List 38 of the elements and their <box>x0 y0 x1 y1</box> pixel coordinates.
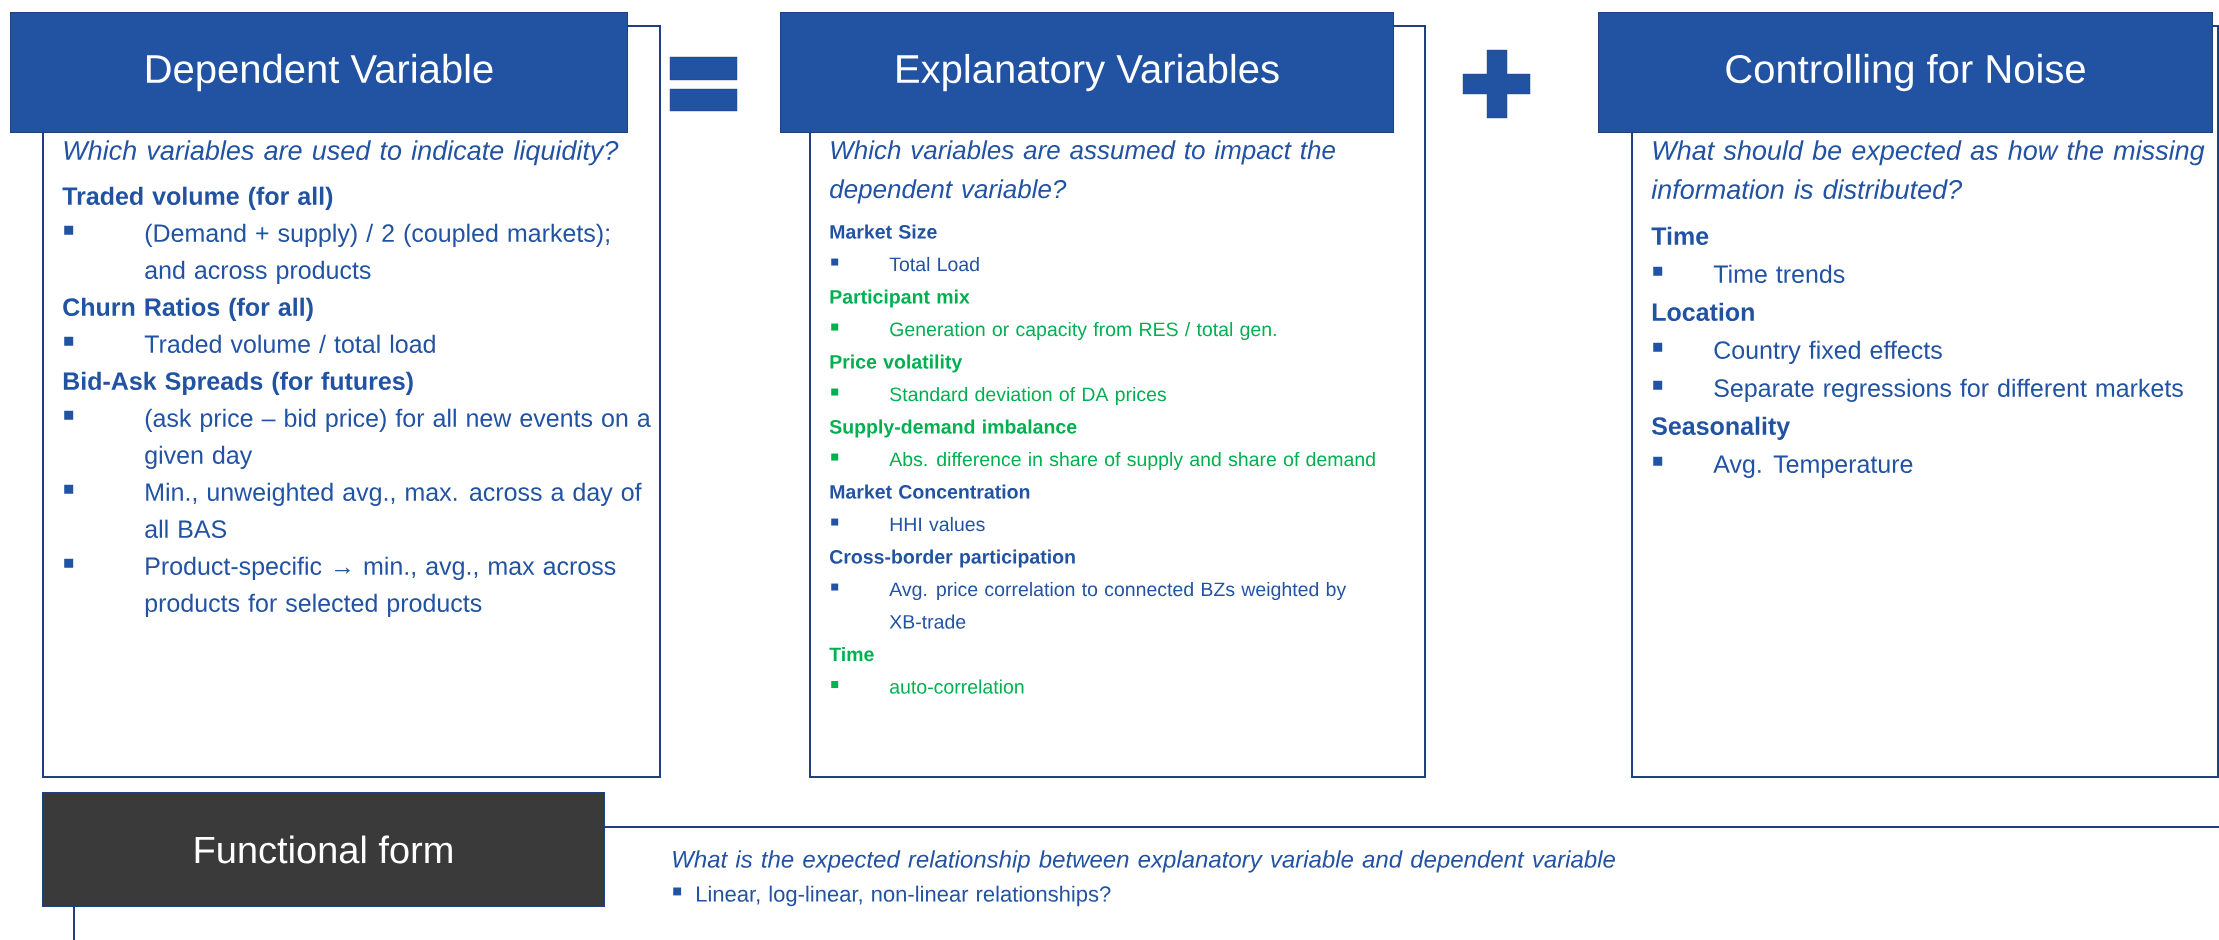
bullet-item: Abs. difference in share of supply and share of demand <box>831 451 1375 471</box>
category-heading: Price volatility <box>830 354 963 373</box>
header-box: Explanatory Variables <box>780 12 1394 133</box>
bullet-item: Avg. Temperature <box>1653 455 1913 478</box>
category-heading: Cross-border participation <box>830 549 1075 568</box>
bullet-item: Traded volume / total load <box>64 334 435 353</box>
question-text: Which variables are used to indicate liquidity? <box>64 140 619 166</box>
category-heading: Supply-demand imbalance <box>829 419 1077 438</box>
category-heading: Time <box>829 646 874 662</box>
bullet-item: Standard deviation of DA prices <box>831 386 1166 406</box>
bullet-item: Generation or capacity from RES / total gen. <box>831 321 1276 341</box>
question-text: What should be expected as how the missing information is distributed? <box>1651 140 2205 200</box>
bullet-item: Product-specific → min., avg., max across products for selected products <box>64 556 616 617</box>
bullet-item: Country fixed effects <box>1653 340 1942 364</box>
header-box: Controlling for Noise <box>1598 12 2214 133</box>
header-box: Functional form <box>42 792 605 907</box>
category-heading: Bid-Ask Spreads (for futures) <box>63 371 413 395</box>
bullet-item: Min., unweighted avg., max. across a day of all BAS <box>64 482 642 538</box>
bullet-item: (Demand + supply) / 2 (coupled markets); and across products <box>64 223 609 284</box>
bullet-item: Time trends <box>1653 264 1845 283</box>
category-heading: Location <box>1652 302 1754 321</box>
category-heading: Time <box>1651 226 1709 245</box>
category-heading: Market Concentration <box>830 484 1030 499</box>
category-heading: Churn Ratios (for all) <box>63 297 313 321</box>
category-heading: Seasonality <box>1651 416 1791 440</box>
header-box: Dependent Variable <box>10 12 628 133</box>
bullet-item: Avg. price correlation to connected BZs weighted by XB-trade <box>831 581 1347 629</box>
bullet-item: Separate regressions for different markets <box>1653 378 2183 402</box>
bullet-item: HHI values <box>831 516 985 532</box>
bullet-item: Linear, log-linear, non-linear relationships? <box>673 885 1111 907</box>
question-text: Which variables are assumed to impact the dependent variable? <box>830 140 1335 204</box>
category-heading: Participant mix <box>830 289 970 308</box>
question-text: What is the expected relationship between explanatory variable and dependent variable <box>673 850 1615 873</box>
bullet-item: Total Load <box>831 256 979 272</box>
category-heading: Market Size <box>830 224 937 239</box>
bullet-item: auto-correlation <box>831 679 1024 694</box>
bullet-item: (ask price – bid price) for all new events on a given day <box>64 408 651 469</box>
category-heading: Traded volume (for all) <box>62 186 333 210</box>
